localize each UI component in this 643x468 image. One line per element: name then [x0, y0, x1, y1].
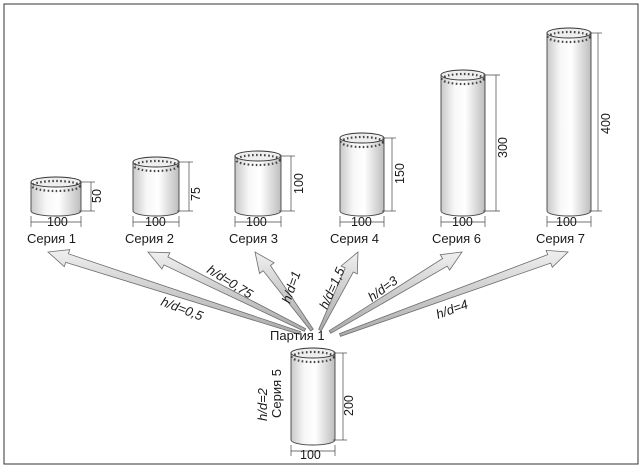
diameter-labels: 100 100 100 100 100 100 100 [47, 215, 577, 462]
series-5-height: 200 [342, 395, 356, 416]
series-6-label: Серия 6 [432, 231, 481, 246]
cylinder-series-7 [546, 27, 602, 227]
series-7-height: 400 [599, 113, 613, 134]
arrows-group [47, 249, 569, 337]
specimens-group [30, 27, 602, 456]
series-2-diameter: 100 [145, 215, 166, 229]
series-1-height: 50 [90, 189, 104, 203]
cylinder-series-4 [339, 132, 396, 227]
series-2-height: 75 [189, 187, 203, 201]
batch-label: Партия 1 [270, 328, 325, 343]
cylinder-series-2 [132, 156, 193, 227]
series-5-diameter: 100 [300, 448, 321, 462]
height-labels: 50 75 100 150 300 400 200 [90, 113, 613, 416]
cylinder-series-1 [30, 176, 95, 227]
cylinder-series-6 [440, 69, 500, 227]
series-3-height: 100 [292, 173, 306, 194]
series-7-diameter: 100 [556, 215, 577, 229]
ratio-label-5: h/d=2 [255, 387, 270, 421]
cylinder-series-5 [290, 347, 347, 456]
arrow-to-series-6 [328, 251, 463, 334]
arrow-to-series-4 [318, 251, 359, 332]
cylinder-series-3 [234, 150, 295, 227]
series-6-diameter: 100 [452, 215, 473, 229]
series-2-label: Серия 2 [125, 231, 174, 246]
series-labels: Серия 1 Серия 2 Серия 3 Серия 4 Серия 6 … [27, 231, 585, 418]
series-4-label: Серия 4 [330, 231, 379, 246]
arrow-to-series-3 [254, 251, 314, 332]
series-1-diameter: 100 [47, 215, 68, 229]
series-4-height: 150 [393, 163, 407, 184]
series-7-label: Серия 7 [536, 231, 585, 246]
series-5-label: Серия 5 [269, 369, 284, 418]
series-3-label: Серия 3 [229, 231, 278, 246]
series-1-label: Серия 1 [27, 231, 76, 246]
arrow-to-series-1 [47, 249, 302, 335]
series-6-height: 300 [496, 137, 510, 158]
arrow-to-series-7 [338, 249, 569, 337]
series-3-diameter: 100 [246, 215, 267, 229]
series-4-diameter: 100 [351, 215, 372, 229]
arrow-to-series-2 [147, 251, 307, 332]
